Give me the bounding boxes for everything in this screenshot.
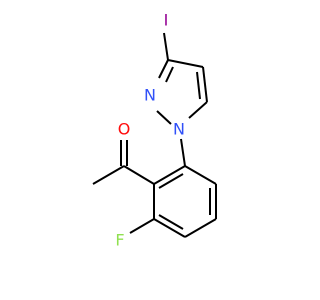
oxygen-atom-label: O — [118, 120, 131, 139]
fluorine-atom-label: F — [115, 231, 124, 250]
bond-c4-c5 — [202, 66, 208, 103]
bond-ring-c5-c6-inner — [158, 214, 184, 230]
bond-c4-iodine — [163, 32, 169, 61]
atom-labels: I N N O F — [115, 11, 185, 250]
bond-methyl-carbonyl — [92, 165, 125, 185]
bond-n2-c3-inner — [165, 66, 174, 83]
bond-c3-c4 — [167, 59, 204, 68]
bond-ring-c2-c3 — [184, 165, 217, 185]
bond-ring-fluorine — [129, 218, 155, 234]
bond-ring-c1-c2 — [153, 165, 186, 185]
bond-n1-n2 — [156, 110, 172, 125]
bond-ring-c1-c2-inner — [158, 173, 184, 189]
nitrogen-n1-atom-label: N — [173, 120, 185, 139]
bond-c4-c5-inner — [196, 71, 201, 100]
bond-ring-c4-c5 — [184, 218, 217, 238]
nitrogen-n2-atom-label: N — [144, 86, 156, 105]
bond-ring-c5-c6 — [153, 218, 186, 238]
iodine-atom-label: I — [164, 11, 169, 30]
bond-carbonyl-ring — [123, 165, 155, 185]
bonds — [92, 32, 217, 238]
bond-n2-c3 — [158, 59, 169, 79]
molecule-structure-drawing: I N N O F — [92, 11, 217, 250]
bond-ring-n1 — [180, 138, 186, 167]
bond-c5-n1 — [188, 101, 208, 119]
